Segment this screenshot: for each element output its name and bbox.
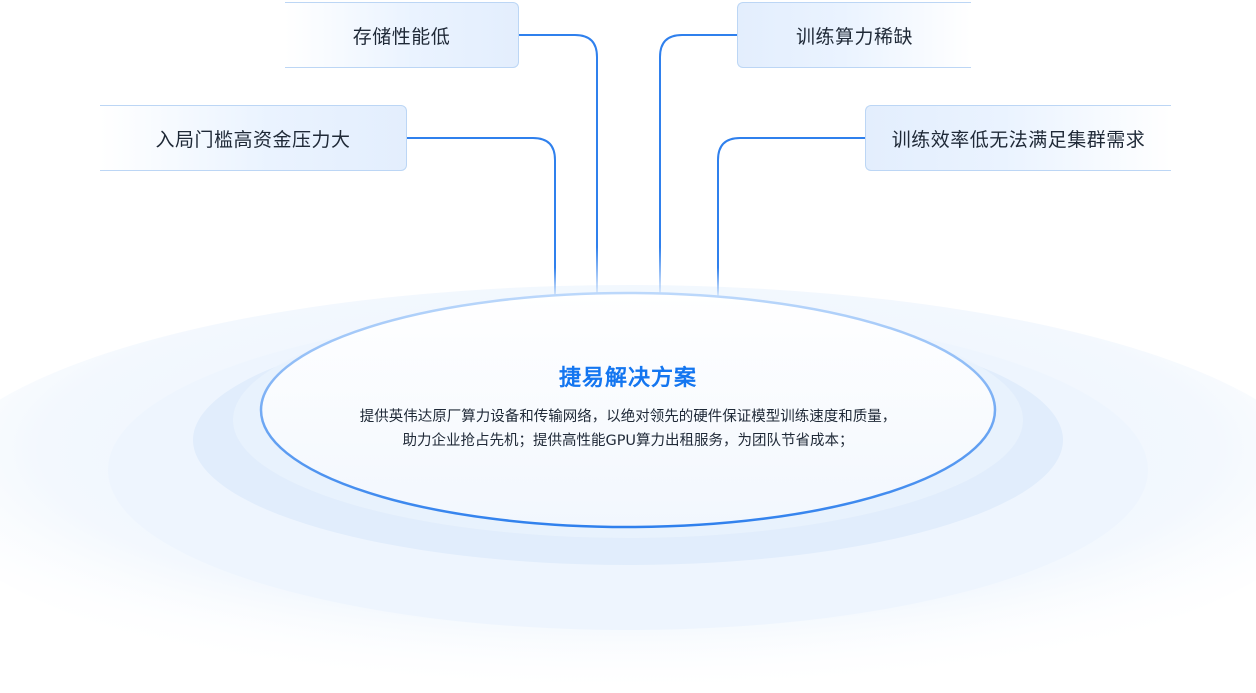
pain-entry-label: 入局门槛高资金压力大 bbox=[155, 128, 351, 151]
solution-description: 提供英伟达原厂算力设备和传输网络，以绝对领先的硬件保证模型训练速度和质量， 助力… bbox=[328, 405, 928, 453]
solution-line-1: 提供英伟达原厂算力设备和传输网络，以绝对领先的硬件保证模型训练速度和质量， bbox=[359, 409, 897, 425]
solution-oval bbox=[259, 291, 997, 529]
pain-compute: 训练算力稀缺 bbox=[737, 2, 971, 68]
pain-entry-barrier: 入局门槛高资金压力大 bbox=[100, 105, 407, 171]
pain-storage: 存储性能低 bbox=[285, 2, 519, 68]
pain-efficiency: 训练效率低无法满足集群需求 bbox=[865, 105, 1171, 171]
connector-entry bbox=[407, 137, 556, 300]
pain-efficiency-label: 训练效率低无法满足集群需求 bbox=[891, 128, 1146, 151]
connector-storage bbox=[519, 34, 598, 300]
connector-efficiency bbox=[717, 137, 865, 300]
pain-storage-label: 存储性能低 bbox=[352, 25, 451, 48]
pain-compute-label: 训练算力稀缺 bbox=[795, 25, 913, 48]
connector-compute bbox=[659, 34, 737, 300]
solution-title: 捷易解决方案 bbox=[558, 366, 697, 391]
solution-line-2: 助力企业抢占先机；提供高性能GPU算力出租服务，为团队节省成本； bbox=[402, 433, 854, 449]
